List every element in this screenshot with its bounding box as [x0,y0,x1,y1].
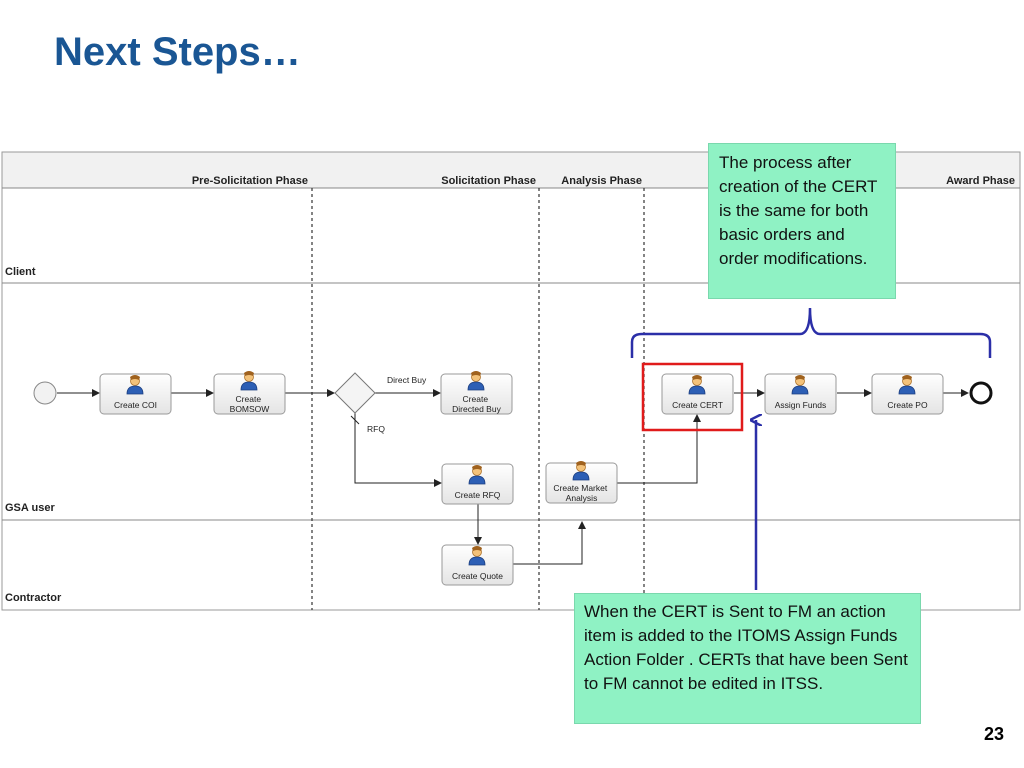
task-create-po: Create PO [871,373,944,415]
task-create-market-analysis: Create Market Analysis [545,460,618,504]
phase-label-solicitation: Solicitation Phase [441,175,536,187]
task-label: Create RFQ [455,490,501,500]
task-label: Create CERT [672,400,723,410]
page-number: 23 [983,724,1004,744]
pool-border [1,151,1021,611]
svg-text:Create RFQ: Create RFQ [455,490,501,500]
svg-text:Create PO: Create PO [887,400,928,410]
callout-sent-to-fm-note: When the CERT is Sent to FM an action it… [574,593,921,724]
task-create-bomsow: Create BOMSOW [213,370,286,415]
lane-label-client: Client [5,266,36,278]
default-flow-tick [350,415,360,425]
task-label-line-1: Create [463,394,489,404]
task-create-cert: Create CERT [661,373,734,415]
connectors [57,389,969,565]
task-create-directed-buy: Create Directed Buy [440,370,513,415]
slide-title: Next Steps… [54,30,301,74]
svg-text:Create COI: Create COI [114,400,157,410]
phase-label-analysis: Analysis Phase [561,175,642,187]
svg-text:Create Directed Buy: Create Directed Buy [452,394,501,414]
task-assign-funds: Assign Funds [764,373,837,415]
svg-text:Assign Funds: Assign Funds [775,400,827,410]
svg-text:Create Quote: Create Quote [452,571,503,581]
task-label: Create PO [887,400,928,410]
process-bracket [630,307,992,358]
end-event [969,381,993,405]
task-label-line-2: BOMSOW [230,404,270,414]
task-label: Assign Funds [775,400,827,410]
lane-label-gsa-user: GSA user [5,502,55,514]
task-label: Create Quote [452,571,503,581]
task-create-coi: Create COI [99,373,172,415]
task-label-line-2: Directed Buy [452,404,501,414]
edge-label-direct-buy: Direct Buy [387,375,427,385]
cert-highlight-box [641,362,744,432]
phase-label-award: Award Phase [946,175,1015,187]
phase-label-pre-solicitation: Pre-Solicitation Phase [192,175,308,187]
start-event [33,381,57,405]
edge-label-rfq: RFQ [367,424,385,434]
svg-text:Create BOMSOW: Create BOMSOW [230,394,270,414]
task-label-line-1: Create [236,394,262,404]
task-label: Create COI [114,400,157,410]
task-create-quote: Create Quote [441,544,514,586]
edge-gateway-to-rfq [354,413,442,487]
edge-quote-to-market-analysis [513,521,586,565]
edge-market-analysis-to-cert [617,414,701,484]
svg-text:Create CERT: Create CERT [672,400,723,410]
exclusive-gateway [334,372,376,414]
lane-label-contractor: Contractor [5,592,62,604]
task-create-rfq: Create RFQ [441,463,514,505]
svg-text:Create Market Analysis: Create Market Analysis [553,483,609,503]
task-label-line-1: Create Market [553,483,607,493]
callout-cert-process-note: The process after creation of the CERT i… [708,143,896,299]
task-label-line-2: Analysis [566,493,598,503]
